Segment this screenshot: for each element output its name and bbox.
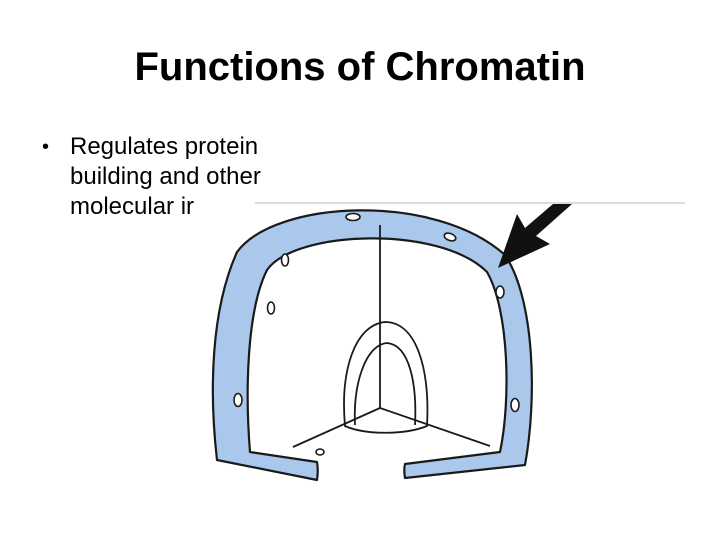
right-edge bbox=[379, 407, 491, 447]
bullet-item: • Regulates protein building and other m… bbox=[42, 132, 342, 222]
nuclear-pore bbox=[495, 285, 505, 299]
nuclear-pore bbox=[345, 212, 361, 222]
slide-title: Functions of Chromatin bbox=[134, 45, 586, 89]
nuclear-pore bbox=[510, 397, 520, 413]
nuclear-pore bbox=[266, 301, 276, 315]
nucleolus-outer bbox=[343, 321, 429, 434]
nuclear-pore bbox=[280, 253, 290, 267]
nucleus-illustration bbox=[205, 200, 685, 500]
nucleus-diagram bbox=[211, 202, 685, 482]
nuclear-pores bbox=[233, 212, 520, 456]
bullet-marker: • bbox=[42, 136, 50, 158]
pointer-arrow-icon bbox=[498, 204, 572, 268]
nuclear-envelope-band bbox=[211, 209, 533, 482]
nuclear-pore bbox=[233, 392, 243, 408]
nuclear-pore bbox=[443, 232, 457, 242]
nucleolus-inner bbox=[353, 342, 417, 426]
interior-cutaway bbox=[292, 225, 491, 448]
left-edge bbox=[292, 407, 381, 448]
nuclear-pore bbox=[315, 448, 325, 456]
bullet-text: Regulates protein building and other mol… bbox=[70, 133, 261, 220]
bullet-list: • Regulates protein building and other m… bbox=[42, 132, 342, 222]
